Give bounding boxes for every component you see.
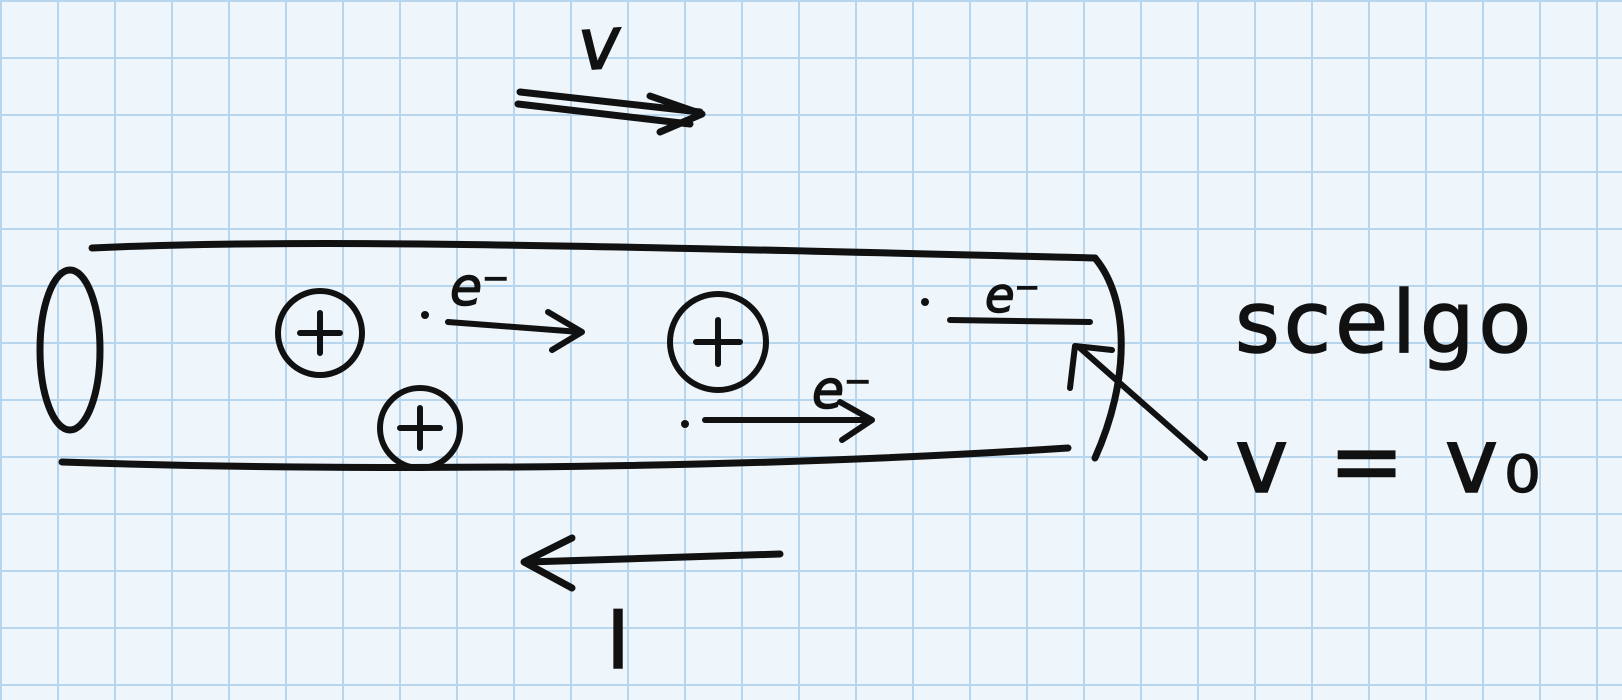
current-arrow [520, 534, 784, 592]
annotation-formula: v = v₀ [1235, 409, 1546, 514]
annotation-pointer-arrow [1067, 343, 1208, 461]
positive-ion [667, 291, 769, 393]
annotation-text: scelgo [1235, 273, 1535, 373]
positive-ion [377, 385, 463, 471]
electron-label: e⁻ [450, 258, 509, 318]
electron-label: e⁻ [812, 361, 871, 421]
velocity-arrow [514, 88, 706, 136]
wire-end-cross-section [36, 266, 104, 434]
velocity-label: v [575, 0, 625, 87]
electron-label: e⁻ [985, 268, 1040, 324]
electron-drift-arrow [921, 298, 1093, 325]
current-label: I [606, 594, 630, 687]
electron-drift-arrow [421, 309, 585, 353]
conductor-wire [36, 239, 1125, 471]
electron-drift-arrow [681, 399, 875, 443]
positive-ion [275, 288, 365, 378]
